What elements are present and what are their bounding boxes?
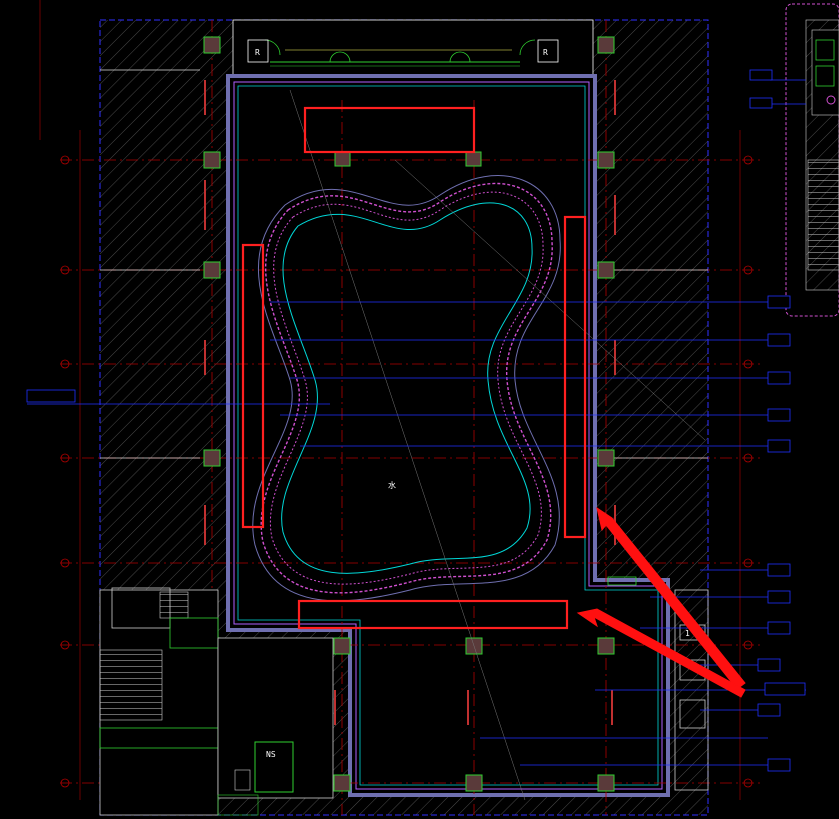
room-1-label: 1	[685, 629, 690, 638]
callout-arrows	[576, 506, 746, 698]
room-r-right-label: R	[543, 48, 548, 57]
pool-outline	[252, 175, 561, 602]
highlight-boxes	[241, 106, 587, 630]
highlight-bottom	[297, 599, 569, 630]
room-ns-label: NS	[266, 750, 276, 759]
top-corridor	[232, 19, 594, 76]
pool-hall-floor	[228, 76, 668, 795]
lower-left-rooms	[99, 587, 334, 816]
highlight-left	[241, 243, 265, 529]
room-r-left-label: R	[255, 48, 260, 57]
annotation-tags	[26, 69, 806, 772]
grid-bubbles	[60, 155, 753, 788]
room-r-left	[247, 39, 269, 63]
highlight-right	[563, 215, 587, 539]
highlight-top	[303, 106, 476, 154]
inset-plan	[785, 3, 839, 317]
room-r-right	[537, 39, 559, 63]
pool-center-label: 水	[388, 480, 396, 490]
